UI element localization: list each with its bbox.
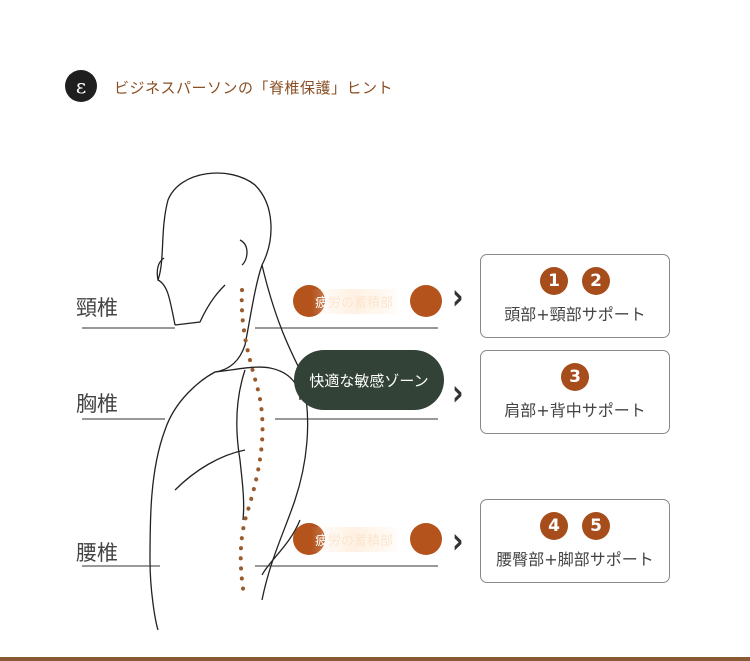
label-lumbar: 腰椎 (76, 541, 118, 565)
chevron-right-icon: › (452, 519, 464, 562)
chevron-right-icon: › (452, 275, 464, 318)
support-text: 頭部+頸部サポート (504, 305, 646, 324)
number-badge: 4 (540, 512, 568, 540)
support-text: 腰臀部+脚部サポート (496, 550, 654, 569)
number-badge: 3 (561, 363, 589, 391)
chevron-right-icon: › (452, 371, 464, 414)
fatigue-marker-lumbar: 疲労の蓄積部 (293, 523, 443, 555)
fatigue-marker-neck: 疲労の蓄積部 (293, 285, 443, 317)
number-badge: 1 (540, 267, 568, 295)
comfort-zone-badge: 快適な敏感ゾーン (294, 350, 444, 410)
label-cervical: 頸椎 (76, 296, 118, 320)
label-thoracic: 胸椎 (76, 392, 118, 416)
number-badge: 5 (582, 512, 610, 540)
number-badge: 2 (582, 267, 610, 295)
support-text: 肩部+背中サポート (504, 401, 646, 420)
bottom-divider (0, 657, 750, 661)
support-card-shoulder-back: 3 肩部+背中サポート (480, 350, 670, 434)
page-title: ビジネスパーソンの「脊椎保護」ヒント (114, 79, 394, 97)
brand-logo: ε (65, 70, 97, 102)
